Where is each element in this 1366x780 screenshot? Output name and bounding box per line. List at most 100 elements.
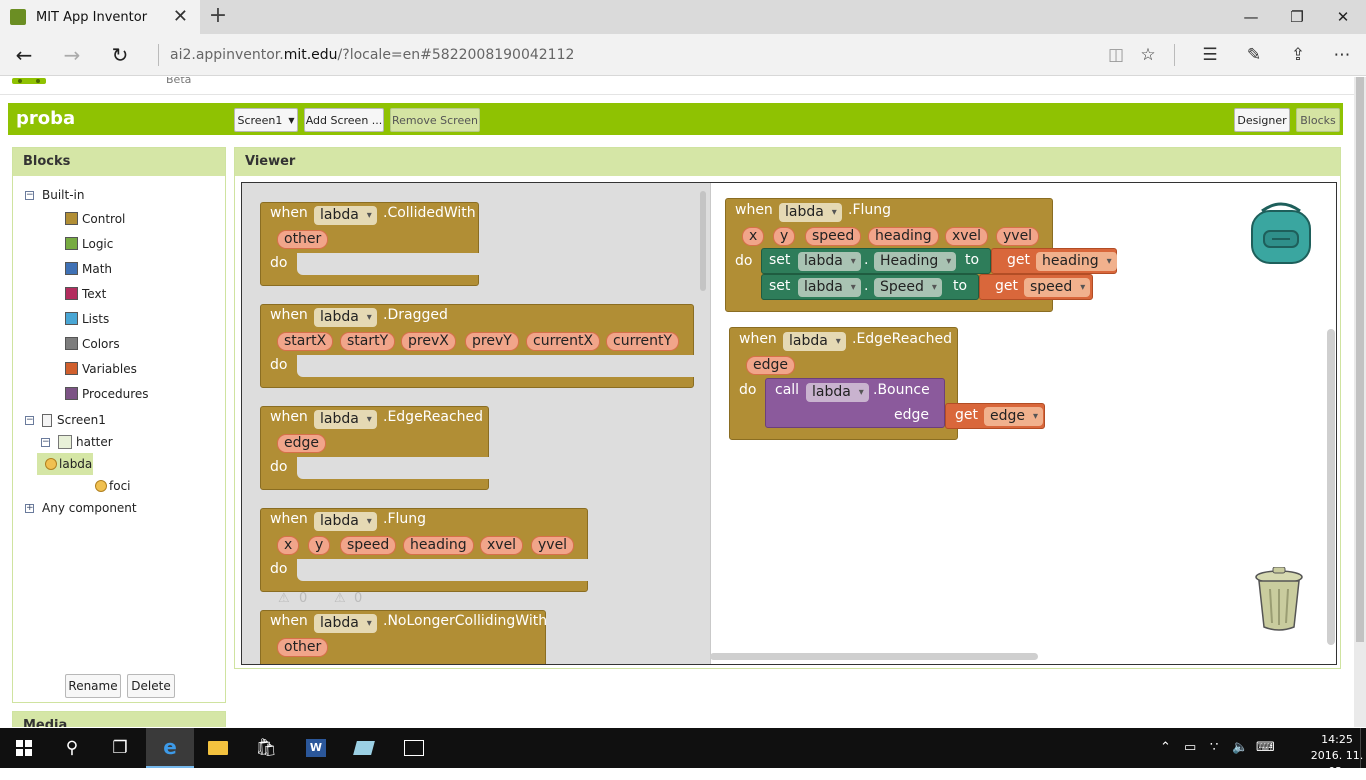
tree-built-in[interactable]: − Built-in: [25, 184, 225, 206]
event-param[interactable]: other: [277, 638, 329, 657]
category-variables[interactable]: Variables: [25, 356, 225, 381]
keyboard-icon[interactable]: ⌨: [1256, 740, 1275, 755]
store-icon[interactable]: 🛍: [255, 738, 277, 758]
browser-tab[interactable]: MIT App Inventor ✕: [0, 0, 200, 34]
category-text[interactable]: Text: [25, 281, 225, 306]
tray-chevron-icon[interactable]: ⌃: [1160, 740, 1171, 755]
search-icon[interactable]: ⚲: [65, 738, 79, 758]
component-dropdown[interactable]: labda: [314, 308, 377, 327]
event-param[interactable]: prevX: [401, 332, 456, 351]
event-param[interactable]: y: [308, 536, 331, 555]
task-view-icon[interactable]: ❐: [112, 738, 128, 758]
blocks-button[interactable]: Blocks: [1296, 108, 1340, 132]
workspace-horizontal-scrollbar[interactable]: [710, 653, 1038, 660]
show-desktop-button[interactable]: [1360, 728, 1366, 768]
edge-browser-icon[interactable]: e: [146, 728, 194, 768]
get-heading-block[interactable]: get heading: [991, 248, 1117, 274]
notes-app-icon[interactable]: [340, 728, 388, 768]
backpack-icon[interactable]: [1246, 197, 1316, 270]
event-param[interactable]: prevY: [465, 332, 519, 351]
tree-screen1[interactable]: − Screen1: [25, 409, 225, 431]
close-tab-icon[interactable]: ✕: [172, 6, 188, 27]
web-note-icon[interactable]: ✎: [1246, 45, 1262, 65]
workspace-vertical-scrollbar[interactable]: [1327, 329, 1335, 645]
hub-icon[interactable]: ☰: [1202, 45, 1218, 65]
flyout-dragged-block[interactable]: when labda .Dragged startX startY prevX …: [260, 304, 695, 388]
new-tab-icon[interactable]: +: [208, 3, 228, 28]
flyout-flung-block[interactable]: when labda .Flung x y speed heading xvel…: [260, 508, 589, 592]
event-param[interactable]: speed: [805, 227, 862, 246]
battery-icon[interactable]: ▭: [1184, 740, 1197, 755]
component-dropdown[interactable]: labda: [798, 252, 861, 271]
tree-foci[interactable]: foci: [25, 475, 225, 497]
event-param[interactable]: x: [742, 227, 765, 246]
blocks-workspace[interactable]: when labda .CollidedWith other do when l…: [241, 182, 1337, 665]
rename-button[interactable]: Rename: [65, 674, 121, 698]
trash-icon[interactable]: [1252, 566, 1306, 636]
component-dropdown[interactable]: labda: [314, 512, 377, 531]
collapse-icon[interactable]: −: [25, 414, 34, 425]
collapse-icon[interactable]: −: [41, 436, 50, 447]
event-param[interactable]: yvel: [531, 536, 575, 555]
close-window-icon[interactable]: ✕: [1336, 8, 1350, 26]
event-param[interactable]: other: [277, 230, 329, 249]
property-dropdown[interactable]: Heading: [874, 252, 957, 271]
component-dropdown[interactable]: labda: [779, 203, 842, 222]
volume-icon[interactable]: 🔈: [1232, 740, 1249, 755]
set-speed-block[interactable]: set labda . Speed to: [761, 274, 979, 300]
event-param[interactable]: currentY: [606, 332, 680, 351]
reading-view-icon[interactable]: ◫: [1107, 45, 1125, 65]
flyout-collidedwith-block[interactable]: when labda .CollidedWith other do: [260, 202, 480, 286]
restore-icon[interactable]: ❐: [1290, 8, 1304, 26]
set-heading-block[interactable]: set labda . Heading to: [761, 248, 991, 274]
tree-any-component[interactable]: + Any component: [25, 497, 225, 519]
add-screen-button[interactable]: Add Screen ...: [304, 108, 384, 132]
category-lists[interactable]: Lists: [25, 306, 225, 331]
share-icon[interactable]: ⇪: [1290, 45, 1306, 65]
category-control[interactable]: Control: [25, 206, 225, 231]
event-param[interactable]: startX: [277, 332, 334, 351]
refresh-icon[interactable]: ↻: [111, 43, 129, 67]
variable-dropdown[interactable]: edge: [984, 407, 1043, 426]
url-field[interactable]: ai2.appinventor.mit.edu/?locale=en#58220…: [170, 47, 574, 63]
remove-screen-button[interactable]: Remove Screen: [390, 108, 480, 132]
event-param[interactable]: xvel: [480, 536, 524, 555]
word-icon[interactable]: W: [292, 728, 340, 768]
event-param[interactable]: xvel: [945, 227, 989, 246]
file-explorer-icon[interactable]: [194, 728, 242, 768]
event-param[interactable]: edge: [746, 356, 795, 375]
favorite-star-icon[interactable]: ☆: [1140, 45, 1156, 65]
variable-dropdown[interactable]: heading: [1036, 252, 1117, 271]
get-edge-block[interactable]: get edge: [945, 403, 1045, 429]
component-dropdown[interactable]: labda: [798, 278, 861, 297]
get-speed-block[interactable]: get speed: [979, 274, 1093, 300]
flyout-edgereached-block[interactable]: when labda .EdgeReached edge do: [260, 406, 490, 490]
back-icon[interactable]: ←: [15, 43, 33, 67]
event-param[interactable]: heading: [403, 536, 474, 555]
event-param[interactable]: speed: [340, 536, 397, 555]
event-param[interactable]: currentX: [526, 332, 601, 351]
property-dropdown[interactable]: Speed: [874, 278, 942, 297]
error-icon[interactable]: ⚠: [334, 591, 346, 606]
minimize-icon[interactable]: —: [1243, 8, 1259, 26]
photos-icon[interactable]: [390, 728, 438, 768]
component-dropdown[interactable]: labda: [314, 614, 377, 633]
event-param[interactable]: y: [773, 227, 796, 246]
tree-hatter[interactable]: − hatter: [25, 431, 225, 453]
event-param[interactable]: startY: [340, 332, 396, 351]
warning-icon[interactable]: ⚠: [278, 591, 290, 606]
component-dropdown[interactable]: labda: [314, 206, 377, 225]
event-param[interactable]: edge: [277, 434, 326, 453]
component-dropdown[interactable]: labda: [806, 383, 869, 402]
category-logic[interactable]: Logic: [25, 231, 225, 256]
page-scrollbar-thumb[interactable]: [1356, 77, 1364, 642]
more-icon[interactable]: ⋯: [1333, 45, 1351, 65]
forward-icon[interactable]: →: [63, 43, 81, 67]
expand-icon[interactable]: +: [25, 502, 34, 513]
wifi-icon[interactable]: ∵: [1210, 740, 1219, 755]
taskbar-clock[interactable]: 14:25 2016. 11. 02.: [1308, 732, 1366, 780]
designer-button[interactable]: Designer: [1234, 108, 1290, 132]
event-param[interactable]: yvel: [996, 227, 1040, 246]
variable-dropdown[interactable]: speed: [1024, 278, 1091, 297]
collapse-icon[interactable]: −: [25, 189, 34, 200]
